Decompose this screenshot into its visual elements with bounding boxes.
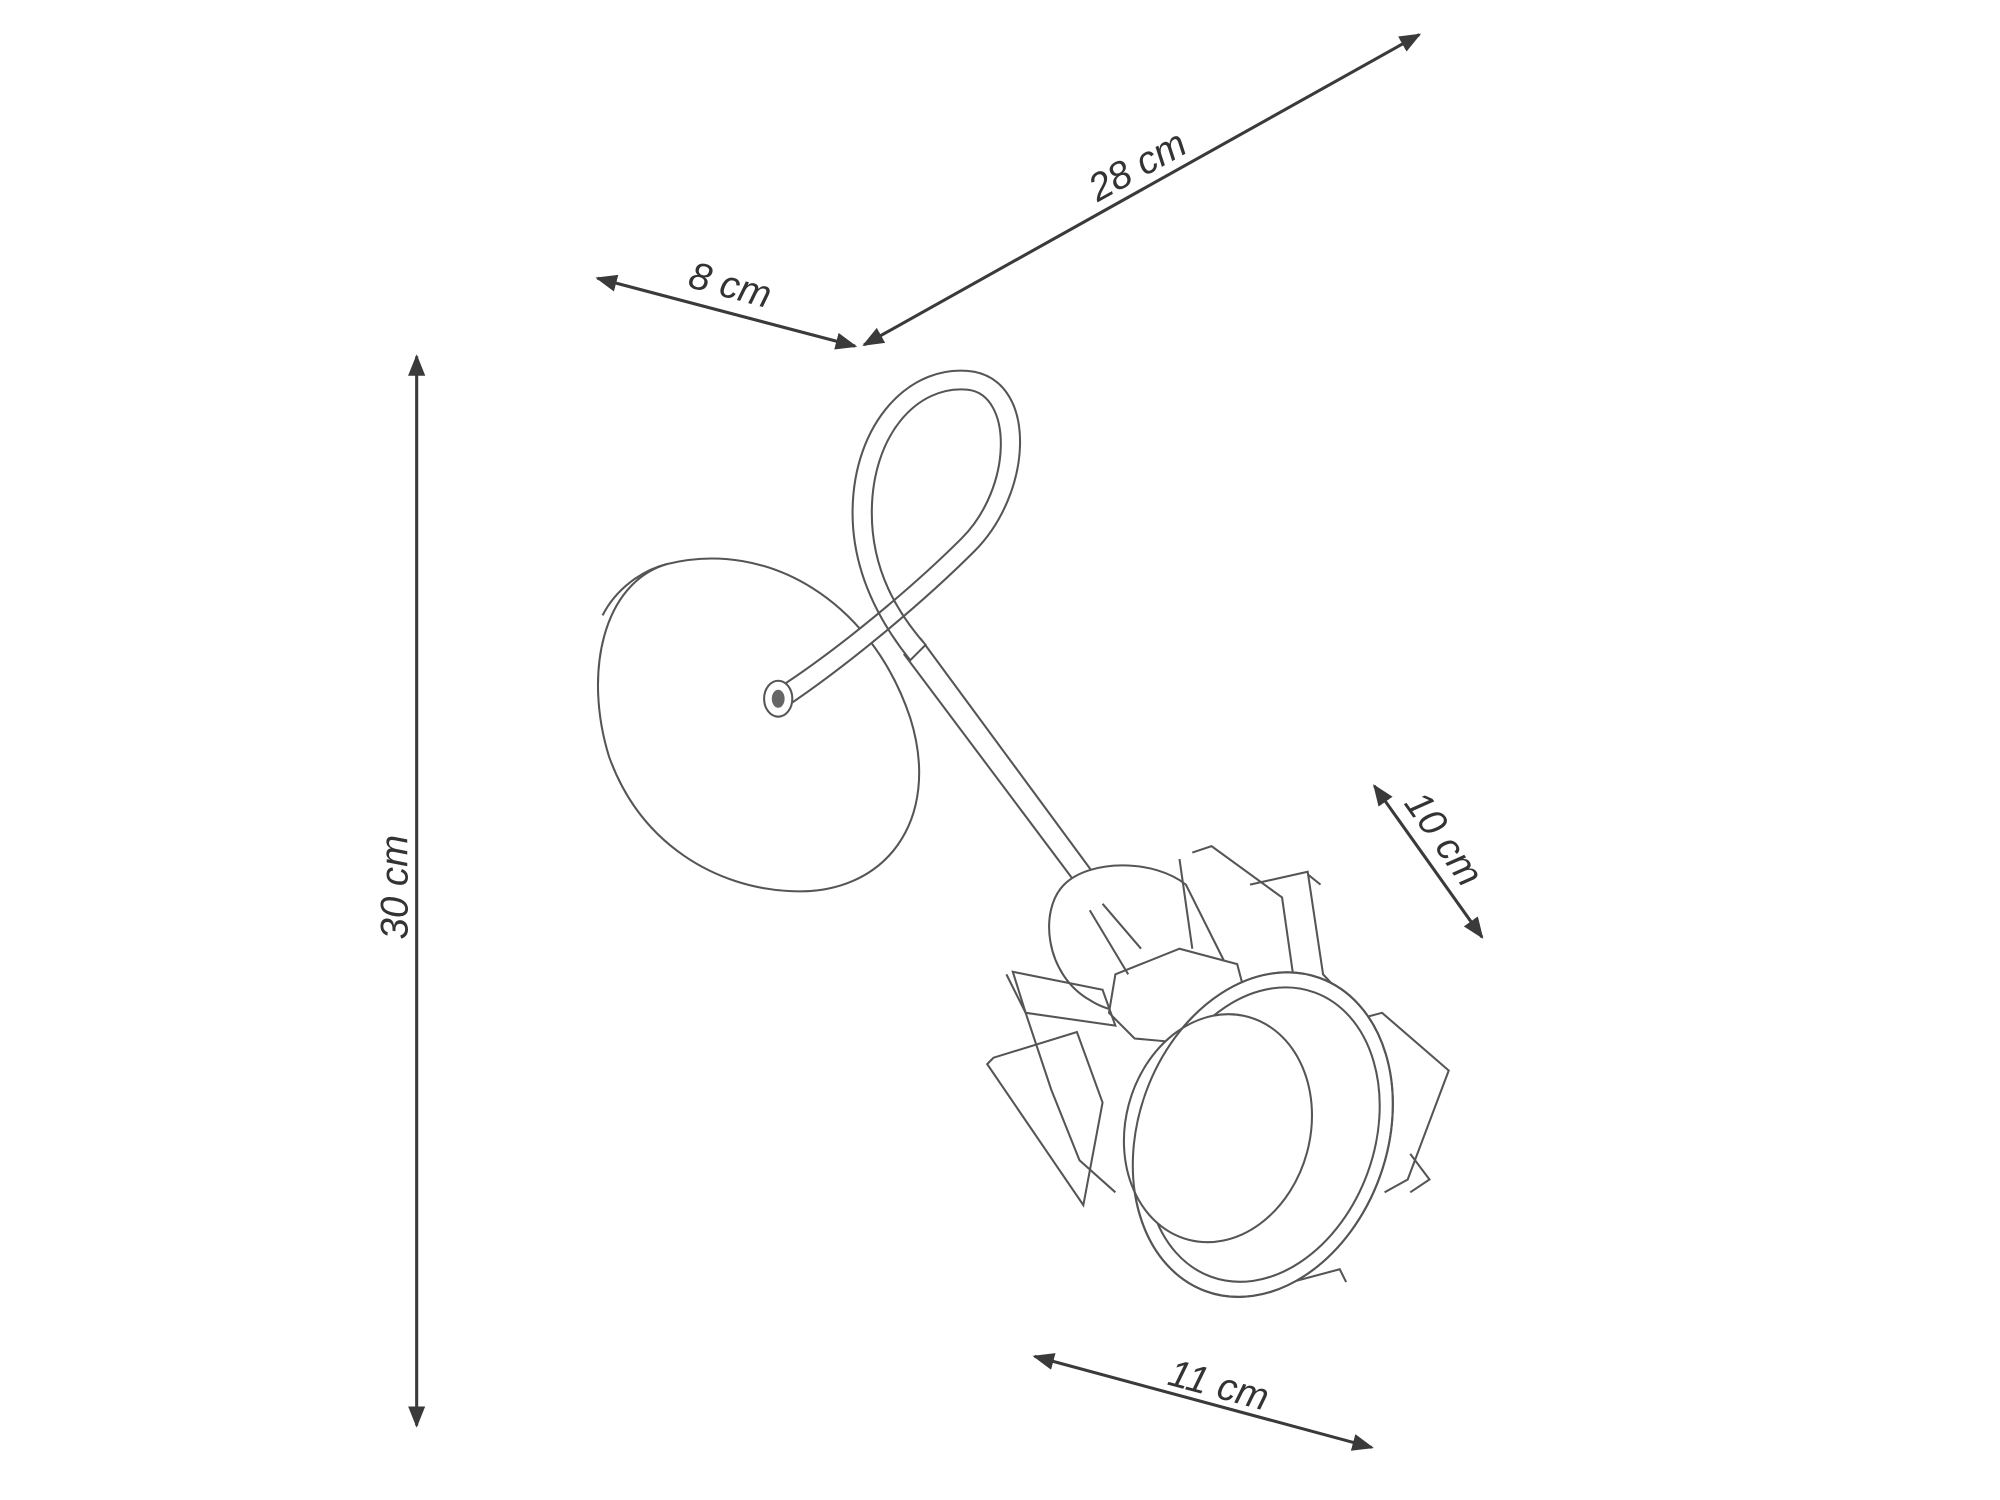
light-bulb (1122, 1013, 1314, 1244)
shade-height-label: 10 cm (1396, 784, 1491, 894)
depth-dimension-arrow (595, 274, 858, 350)
wall-lamp-illustration (597, 369, 1450, 1298)
length-dimension-arrow (862, 33, 1422, 347)
depth-label: 8 cm (684, 254, 776, 317)
shade-width-label: 11 cm (1164, 1351, 1274, 1419)
shade-height-dimension-arrow (1373, 784, 1484, 939)
height-label: 30 cm (374, 835, 417, 940)
wall-backplate (597, 557, 921, 893)
length-label: 28 cm (1080, 122, 1193, 211)
arm-loop (774, 369, 1022, 710)
shade-width-dimension-arrow (1032, 1353, 1374, 1451)
lamp-arm (903, 637, 1094, 886)
wire-cage-shade (985, 845, 1450, 1298)
